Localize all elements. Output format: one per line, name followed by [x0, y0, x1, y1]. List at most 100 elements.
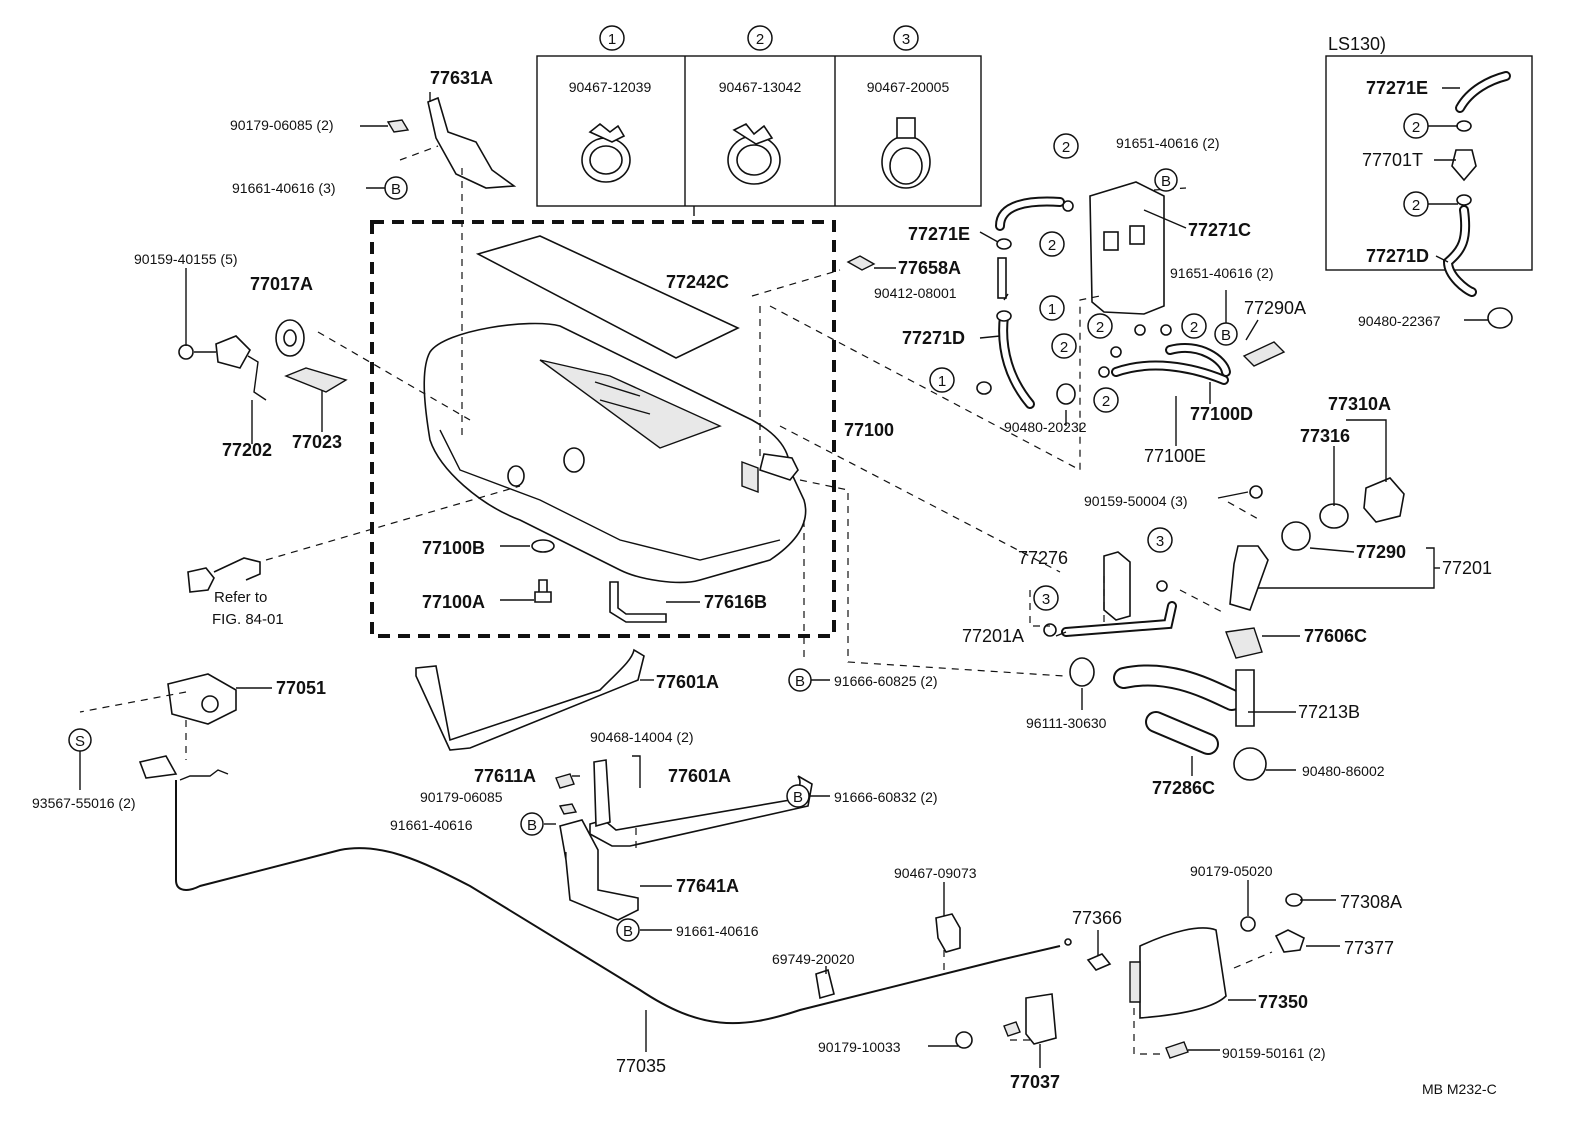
hose-clamp-2-drawing — [727, 122, 781, 185]
drain-gasket — [531, 539, 555, 553]
refer-text-line-2: FIG. 84-01 — [212, 611, 284, 628]
svg-text:2: 2 — [1190, 319, 1198, 336]
label-77201: 77201 — [1442, 558, 1492, 578]
svg-text:B: B — [391, 181, 401, 198]
label-77641a: 77641A — [676, 876, 739, 896]
tank-strap-1 — [415, 648, 645, 751]
svg-text:B: B — [527, 817, 537, 834]
release-cable-77035 — [175, 780, 1061, 1025]
label-77316: 77316 — [1300, 426, 1350, 446]
svg-text:1: 1 — [1048, 301, 1056, 318]
fuel-pump-connector — [187, 567, 215, 593]
svg-text:2: 2 — [756, 31, 764, 48]
label-77100d: 77100D — [1190, 404, 1253, 424]
svg-text:B: B — [1221, 327, 1231, 344]
marker-3 — [1147, 527, 1173, 553]
clamp-90467-09073 — [935, 913, 961, 953]
label-90179-10033: 90179-10033 — [818, 1039, 901, 1055]
hose-clamp-1-drawing — [581, 122, 631, 183]
check-valve-77701t — [1451, 149, 1477, 182]
label-77276: 77276 — [1018, 548, 1068, 568]
label-69749-20020: 69749-20020 — [772, 951, 855, 967]
label-91651-40616-top: 91651-40616 (2) — [1116, 135, 1220, 151]
label-90480-20232: 90480-20232 — [1004, 419, 1087, 435]
lock-assembly-77051 — [167, 673, 237, 725]
marker-2 — [1051, 333, 1077, 359]
insulator-pad — [846, 255, 876, 271]
svg-text:1: 1 — [938, 373, 946, 390]
grommet-90480-20232 — [1056, 383, 1076, 405]
gasket-77316 — [1319, 503, 1349, 529]
charcoal-canister-77271c — [1089, 181, 1165, 315]
fuel-filler-lid-77350 — [1139, 927, 1227, 1019]
label-91661-40616-a: 91661-40616 — [390, 817, 473, 833]
svg-text:3: 3 — [1042, 591, 1050, 608]
label-77100: 77100 — [844, 420, 894, 440]
fuel-lid-components — [815, 893, 1305, 1059]
lock-77366 — [1086, 953, 1112, 971]
screw-90179-06085 — [386, 119, 410, 133]
bracket-77290a — [1242, 341, 1286, 367]
marker-1 — [929, 367, 955, 393]
variant-label: LS130) — [1328, 34, 1386, 54]
marker-2 — [1403, 191, 1429, 217]
screw-90179-05020 — [1240, 916, 1256, 932]
label-77035: 77035 — [616, 1056, 666, 1076]
label-77377: 77377 — [1344, 938, 1394, 958]
label-77611a: 77611A — [474, 766, 536, 786]
label-77100a: 77100A — [422, 592, 485, 612]
label-77100b: 77100B — [422, 538, 485, 558]
label-77366: 77366 — [1072, 908, 1122, 928]
svg-text:2: 2 — [1412, 119, 1420, 136]
svg-text:1: 1 — [608, 31, 616, 48]
ring-77290 — [1281, 521, 1311, 551]
label-77100e: 77100E — [1144, 446, 1206, 466]
marker-b — [520, 812, 544, 836]
clamp-3-part: 90467-20005 — [867, 79, 950, 95]
part-labels: 77631A 90179-06085 (2) 91661-40616 (3) 9… — [32, 68, 1497, 1097]
clamp-marker-3 — [893, 25, 919, 51]
tank-protector-plate — [475, 235, 740, 359]
marker-b — [788, 668, 812, 692]
filler-components — [1043, 477, 1405, 781]
opener-77037 — [1025, 993, 1057, 1045]
label-77308a: 77308A — [1340, 892, 1402, 912]
marker-2 — [1181, 313, 1207, 339]
marker-2 — [1053, 133, 1079, 159]
label-91661-40616-b: 91661-40616 — [676, 923, 759, 939]
label-77631a: 77631A — [430, 68, 493, 88]
marker-b — [786, 784, 810, 808]
hose-77276 — [1103, 551, 1131, 621]
label-91651-40616-mid: 91651-40616 (2) — [1170, 265, 1274, 281]
label-77350: 77350 — [1258, 992, 1308, 1012]
screw-90179-10033 — [955, 1031, 973, 1049]
clamp-96111-30630 — [1069, 657, 1095, 687]
label-90480-86002: 90480-86002 — [1302, 763, 1385, 779]
label-90412-08001: 90412-08001 — [874, 285, 957, 301]
label-77601a-lower: 77601A — [668, 766, 731, 786]
svg-text:B: B — [793, 789, 803, 806]
marker-b — [1154, 168, 1178, 192]
clamp-reference-table: 1 2 3 90467-12039 90467-13042 90467-2000… — [536, 25, 982, 207]
label-77290: 77290 — [1356, 542, 1406, 562]
marker-b — [1214, 322, 1238, 346]
tank-assembly-boundary — [370, 220, 836, 638]
marker-2 — [1093, 387, 1119, 413]
label-77201a: 77201A — [962, 626, 1024, 646]
label-77271e-mid: 77271E — [908, 224, 970, 244]
label-90480-22367: 90480-22367 — [1358, 313, 1441, 329]
marker-1 — [1039, 295, 1065, 321]
cushion-77308a — [1285, 893, 1303, 907]
svg-text:3: 3 — [902, 31, 910, 48]
label-90468-14004: 90468-14004 (2) — [590, 729, 694, 745]
label-77271d-ls: 77271D — [1366, 246, 1429, 266]
hose-clamp-3-drawing — [881, 117, 931, 189]
label-93567-55016: 93567-55016 (2) — [32, 795, 136, 811]
label-77242c: 77242C — [666, 272, 729, 292]
tank-straps — [415, 648, 813, 921]
marker-b — [616, 918, 640, 942]
label-90467-09073: 90467-09073 — [894, 865, 977, 881]
filler-neck-stub — [759, 453, 799, 481]
diagram-reference-code: MB M232-C — [1422, 1081, 1497, 1097]
label-90179-05020: 90179-05020 — [1190, 863, 1273, 879]
